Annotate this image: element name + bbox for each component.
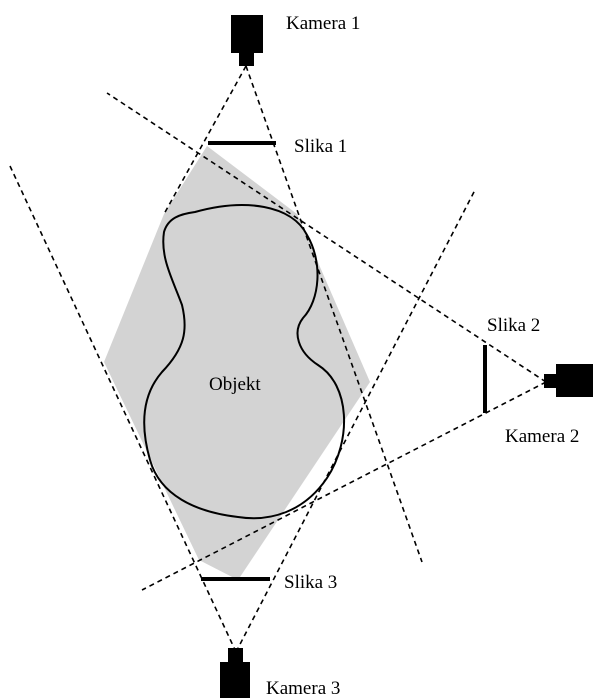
camera-3-ray-right <box>235 189 476 653</box>
camera-1-ray-right <box>245 65 423 563</box>
camera-2-ray-lower <box>141 381 547 591</box>
image-2-label: Slika 2 <box>487 315 540 336</box>
image-1-label: Slika 1 <box>294 136 347 157</box>
visual-hull-region <box>104 146 370 580</box>
object-label: Objekt <box>209 374 261 395</box>
camera-3-icon <box>220 648 250 698</box>
camera-2-label: Kamera 2 <box>505 426 579 447</box>
camera-3-label: Kamera 3 <box>266 678 340 698</box>
camera-1-label: Kamera 1 <box>286 13 360 34</box>
image-3-label: Slika 3 <box>284 572 337 593</box>
camera-1-ray-left <box>163 65 247 215</box>
camera-2-ray-upper <box>106 92 547 383</box>
camera-2-icon <box>544 364 593 397</box>
camera-1-icon <box>231 15 263 66</box>
object-silhouette <box>143 204 345 520</box>
